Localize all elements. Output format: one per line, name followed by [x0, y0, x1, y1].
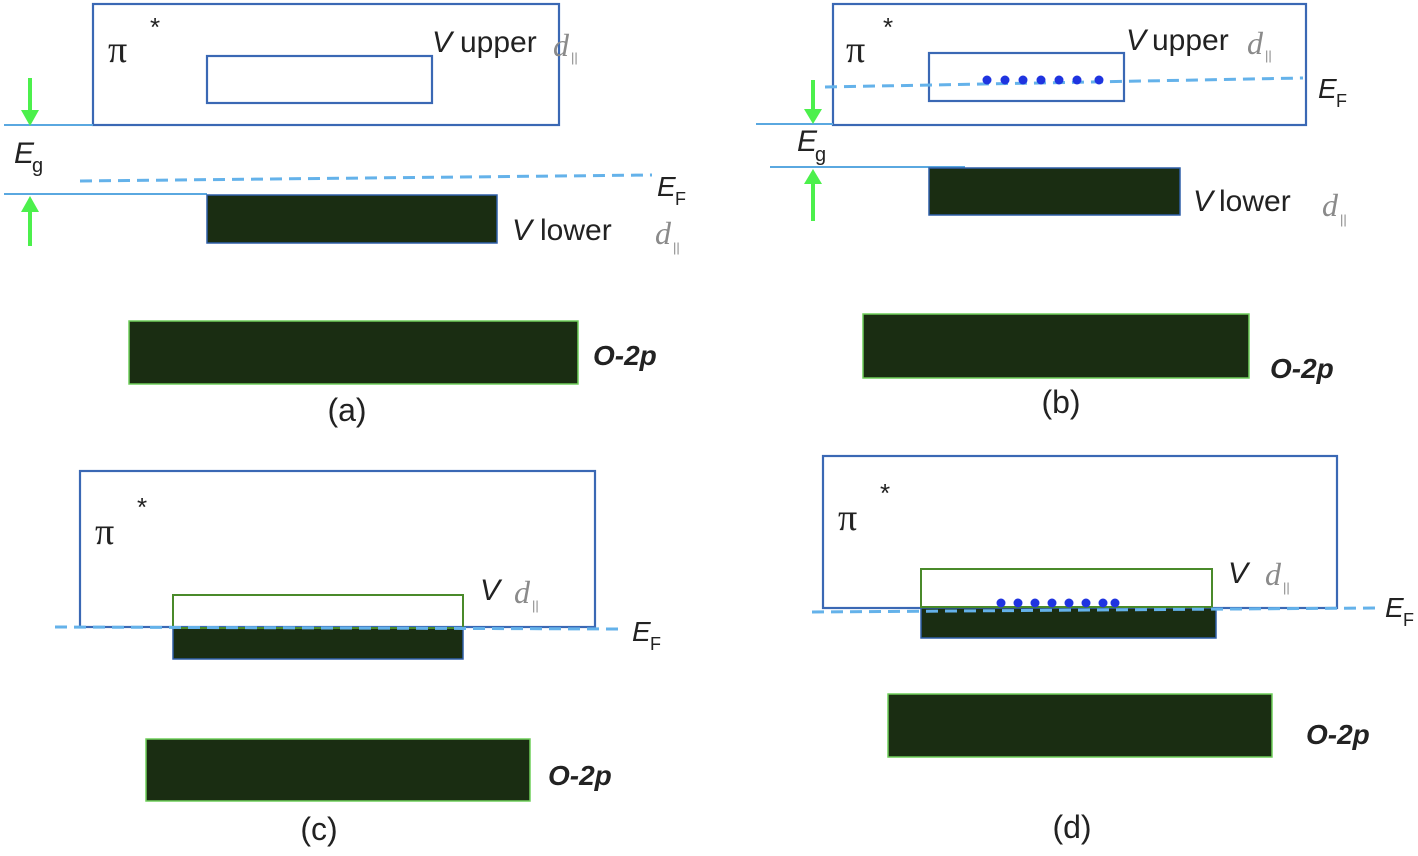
pi-label-b: π [846, 29, 865, 71]
d-parallel-subscript-d: || [1283, 580, 1290, 595]
panel-caption-b: (b) [1041, 384, 1080, 420]
pi-star-band-b [831, 2, 1308, 127]
electron-dot [1098, 598, 1108, 608]
d-orbital-label-d: d [1265, 556, 1282, 592]
d-orbital-label-a-lower: d [655, 215, 672, 251]
ef-label-e-b: E [1318, 73, 1337, 104]
panel-d: π * V d || E F O-2p (d) [811, 454, 1414, 845]
pi-star-band-d [821, 454, 1339, 610]
electron-dot [1094, 75, 1104, 85]
d-parallel-subscript-b-upper: || [1265, 48, 1272, 63]
electron-dot [1013, 598, 1023, 608]
panel-b: π * V upper d || E F E g V lower d || [756, 2, 1347, 420]
d-parallel-subscript-c: || [532, 598, 539, 613]
electron-dots-b [982, 75, 1104, 85]
pi-star-superscript-d: * [880, 478, 890, 508]
electron-dot [1000, 75, 1010, 85]
eg-label-e-b: E [797, 125, 818, 158]
v-lower-d-band-b [928, 167, 1181, 216]
gap-arrowhead-down-a [21, 110, 39, 126]
d-orbital-label-c: d [514, 574, 531, 610]
pi-star-superscript-c: * [137, 492, 147, 522]
pi-label-c: π [95, 511, 114, 553]
d-parallel-subscript-a-upper: || [571, 50, 578, 65]
electron-dot [1036, 75, 1046, 85]
electron-dot [1047, 598, 1057, 608]
ef-label-e-c: E [632, 616, 651, 647]
pi-star-superscript-b: * [883, 12, 893, 42]
d-orbital-label-b-upper: d [1247, 25, 1264, 61]
v-upper-label-v-b: V [1126, 24, 1149, 57]
o-2p-label-c: O-2p [548, 760, 612, 791]
electron-dot [1110, 598, 1120, 608]
eg-label-e-a: E [14, 137, 35, 170]
v-upper-d-band-a [205, 54, 434, 105]
electron-dot [1072, 75, 1082, 85]
v-lower-label-v-a: V [512, 214, 535, 247]
d-parallel-subscript-a-lower: || [673, 240, 680, 255]
panel-c: π * V d || E F O-2p (c) [54, 469, 661, 847]
v-lower-label-text-a: lower [540, 214, 612, 247]
pi-star-superscript-a: * [150, 12, 160, 42]
gap-arrowhead-up-a [21, 196, 39, 212]
electron-dot [982, 75, 992, 85]
v-upper-label-v-a: V [432, 26, 455, 59]
eg-label-sub-a: g [32, 155, 43, 177]
eg-label-sub-b: g [815, 144, 826, 166]
electron-dots-d [996, 598, 1120, 608]
pi-label-a: π [108, 29, 127, 71]
v-lower-label-text-b: lower [1219, 185, 1291, 218]
o-2p-label-d: O-2p [1306, 719, 1370, 750]
panel-a: π * V upper d || E g E F V lower d || O-… [4, 2, 686, 428]
d-orbital-label-a-upper: d [553, 27, 570, 63]
v-label-d: V [1228, 557, 1251, 590]
v-label-c: V [480, 574, 503, 607]
o-2p-band-c [145, 738, 531, 802]
pi-star-band-a [91, 2, 561, 127]
o-2p-label-a: O-2p [593, 340, 657, 371]
v-upper-label-text-b: upper [1152, 24, 1229, 57]
panel-caption-c: (c) [300, 811, 337, 847]
ef-label-sub-b: F [1336, 91, 1347, 111]
v-d-band-empty-c [172, 594, 464, 629]
electron-dot [1018, 75, 1028, 85]
v-d-band-filled-d [920, 607, 1217, 639]
o-2p-band-b [862, 313, 1250, 379]
ef-label-e-d: E [1385, 592, 1404, 623]
d-orbital-label-b-lower: d [1322, 187, 1339, 223]
ef-label-sub-a: F [675, 189, 686, 209]
v-d-band-filled-c [172, 627, 464, 660]
v-upper-d-band-b [927, 51, 1126, 103]
o-2p-band-d [887, 693, 1273, 758]
electron-dot [996, 598, 1006, 608]
ef-label-sub-d: F [1403, 610, 1414, 630]
v-d-band-empty-d [920, 568, 1213, 608]
pi-label-d: π [838, 497, 857, 539]
fermi-level-line-a [79, 173, 653, 183]
electron-dot [1030, 598, 1040, 608]
fermi-level-line-b [824, 76, 1304, 89]
gap-arrowhead-up-b [804, 169, 822, 184]
d-parallel-subscript-b-lower: || [1340, 212, 1347, 227]
electron-dot [1054, 75, 1064, 85]
ef-label-e-a: E [657, 171, 676, 202]
o-2p-label-b: O-2p [1270, 353, 1334, 384]
v-upper-label-text-a: upper [460, 26, 537, 59]
panel-caption-d: (d) [1052, 809, 1091, 845]
ef-label-sub-c: F [650, 634, 661, 654]
electron-dot [1064, 598, 1074, 608]
o-2p-band-a [128, 320, 579, 385]
v-lower-label-v-b: V [1193, 185, 1216, 218]
electron-dot [1081, 598, 1091, 608]
gap-arrowhead-down-b [804, 109, 822, 124]
panel-caption-a: (a) [327, 392, 366, 428]
v-lower-d-band-a [206, 194, 498, 244]
